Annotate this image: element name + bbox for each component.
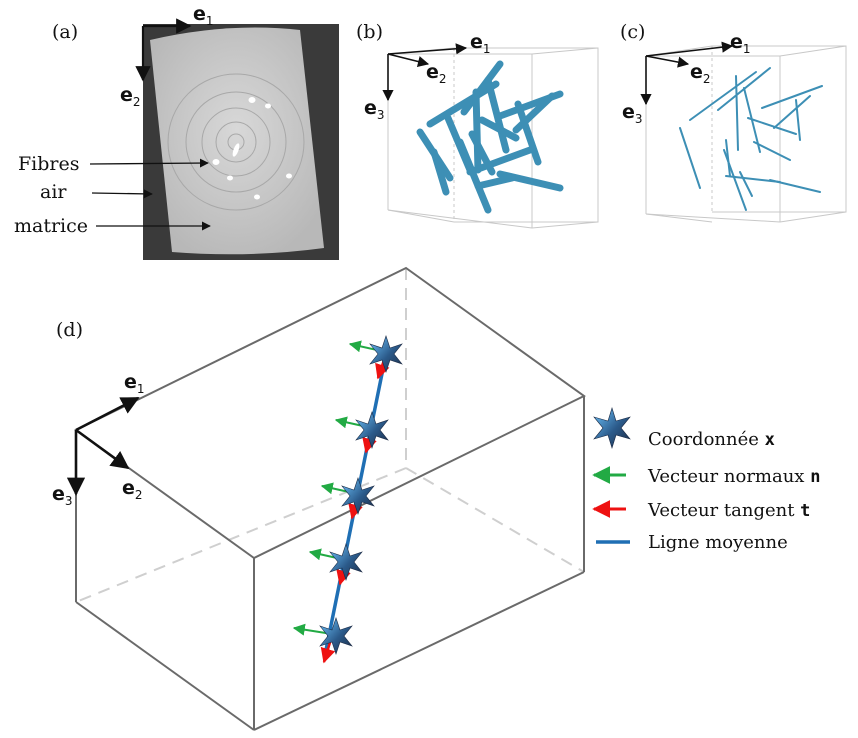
panel-c-e2-label: e2: [690, 61, 711, 86]
coordinate-star-icon: [341, 477, 375, 515]
callout-air-arrow: [91, 189, 153, 199]
panel-b-axis-e2: [387, 53, 430, 67]
node-1: [348, 335, 403, 380]
panel-d-e1-label: e1: [124, 371, 145, 396]
ct-fibres: [212, 97, 292, 200]
callout-air: air: [40, 181, 67, 203]
callout-matrice: matrice: [14, 215, 88, 237]
coordinate-star-icon: [369, 335, 403, 373]
coordinate-star-icon: [319, 617, 353, 655]
panel-c-e3-label: e3: [622, 101, 643, 126]
legend-item-tangent: Vecteur tangent t: [592, 500, 810, 521]
panel-b-label: (b): [356, 21, 383, 43]
panel-c-fibres: [679, 67, 823, 211]
node-2: [334, 411, 389, 454]
panel-c-axis-e1: [645, 41, 734, 57]
panel-c-e1-label: e1: [730, 31, 751, 56]
callout-fibres: Fibres: [18, 153, 80, 175]
panel-c-box: [645, 45, 847, 223]
legend-label-normal: Vecteur normaux n: [647, 466, 820, 487]
panel-c-axis-e2: [645, 55, 690, 68]
panel-a-label: (a): [52, 21, 78, 43]
panel-d: (d) e1 e2 e3: [52, 266, 586, 731]
panel-b-e1-label: e1: [470, 31, 491, 56]
panel-c-label: (c): [620, 21, 645, 43]
axis-e1-label: e1: [193, 3, 214, 28]
legend-label-coordinate: Coordonnée x: [648, 429, 775, 450]
panel-a: (a) e1 e2 Fibres air matrice: [14, 3, 339, 260]
legend-item-coordinate: Coordonnée x: [593, 406, 775, 450]
legend: Coordonnée x Vecteur normaux n Vecteur t…: [592, 406, 820, 553]
legend-item-normal: Vecteur normaux n: [592, 466, 820, 487]
node-5: [292, 617, 353, 664]
panel-b-fibres: [416, 60, 564, 214]
coordinate-star-icon: [329, 543, 363, 581]
star-icon: [593, 406, 631, 450]
panel-b-e3-label: e3: [364, 97, 385, 122]
legend-item-mean-line: Ligne moyenne: [596, 532, 788, 553]
panel-d-box: [74, 266, 586, 731]
panel-d-axis-e1: [75, 396, 140, 432]
coordinate-star-icon: [355, 411, 389, 449]
panel-d-e3-label: e3: [52, 483, 73, 508]
panel-b: (b): [356, 21, 599, 229]
callout-fibres-arrow: [89, 158, 209, 168]
legend-label-tangent: Vecteur tangent t: [647, 500, 810, 521]
panel-c: (c): [620, 21, 847, 223]
panel-d-hidden-edges: [75, 268, 585, 603]
panel-d-label: (d): [56, 319, 83, 341]
node-3: [320, 477, 375, 520]
panel-b-e2-label: e2: [426, 61, 447, 86]
ct-rings: [167, 73, 305, 211]
panel-d-e2-label: e2: [122, 477, 143, 502]
legend-label-mean-line: Ligne moyenne: [648, 532, 788, 553]
axis-e2-label: e2: [120, 84, 141, 109]
panel-d-axis-e2: [75, 428, 130, 470]
panel-b-axis-e1: [387, 43, 468, 55]
ct-scan-sample: [150, 27, 324, 255]
node-4: [308, 543, 363, 586]
